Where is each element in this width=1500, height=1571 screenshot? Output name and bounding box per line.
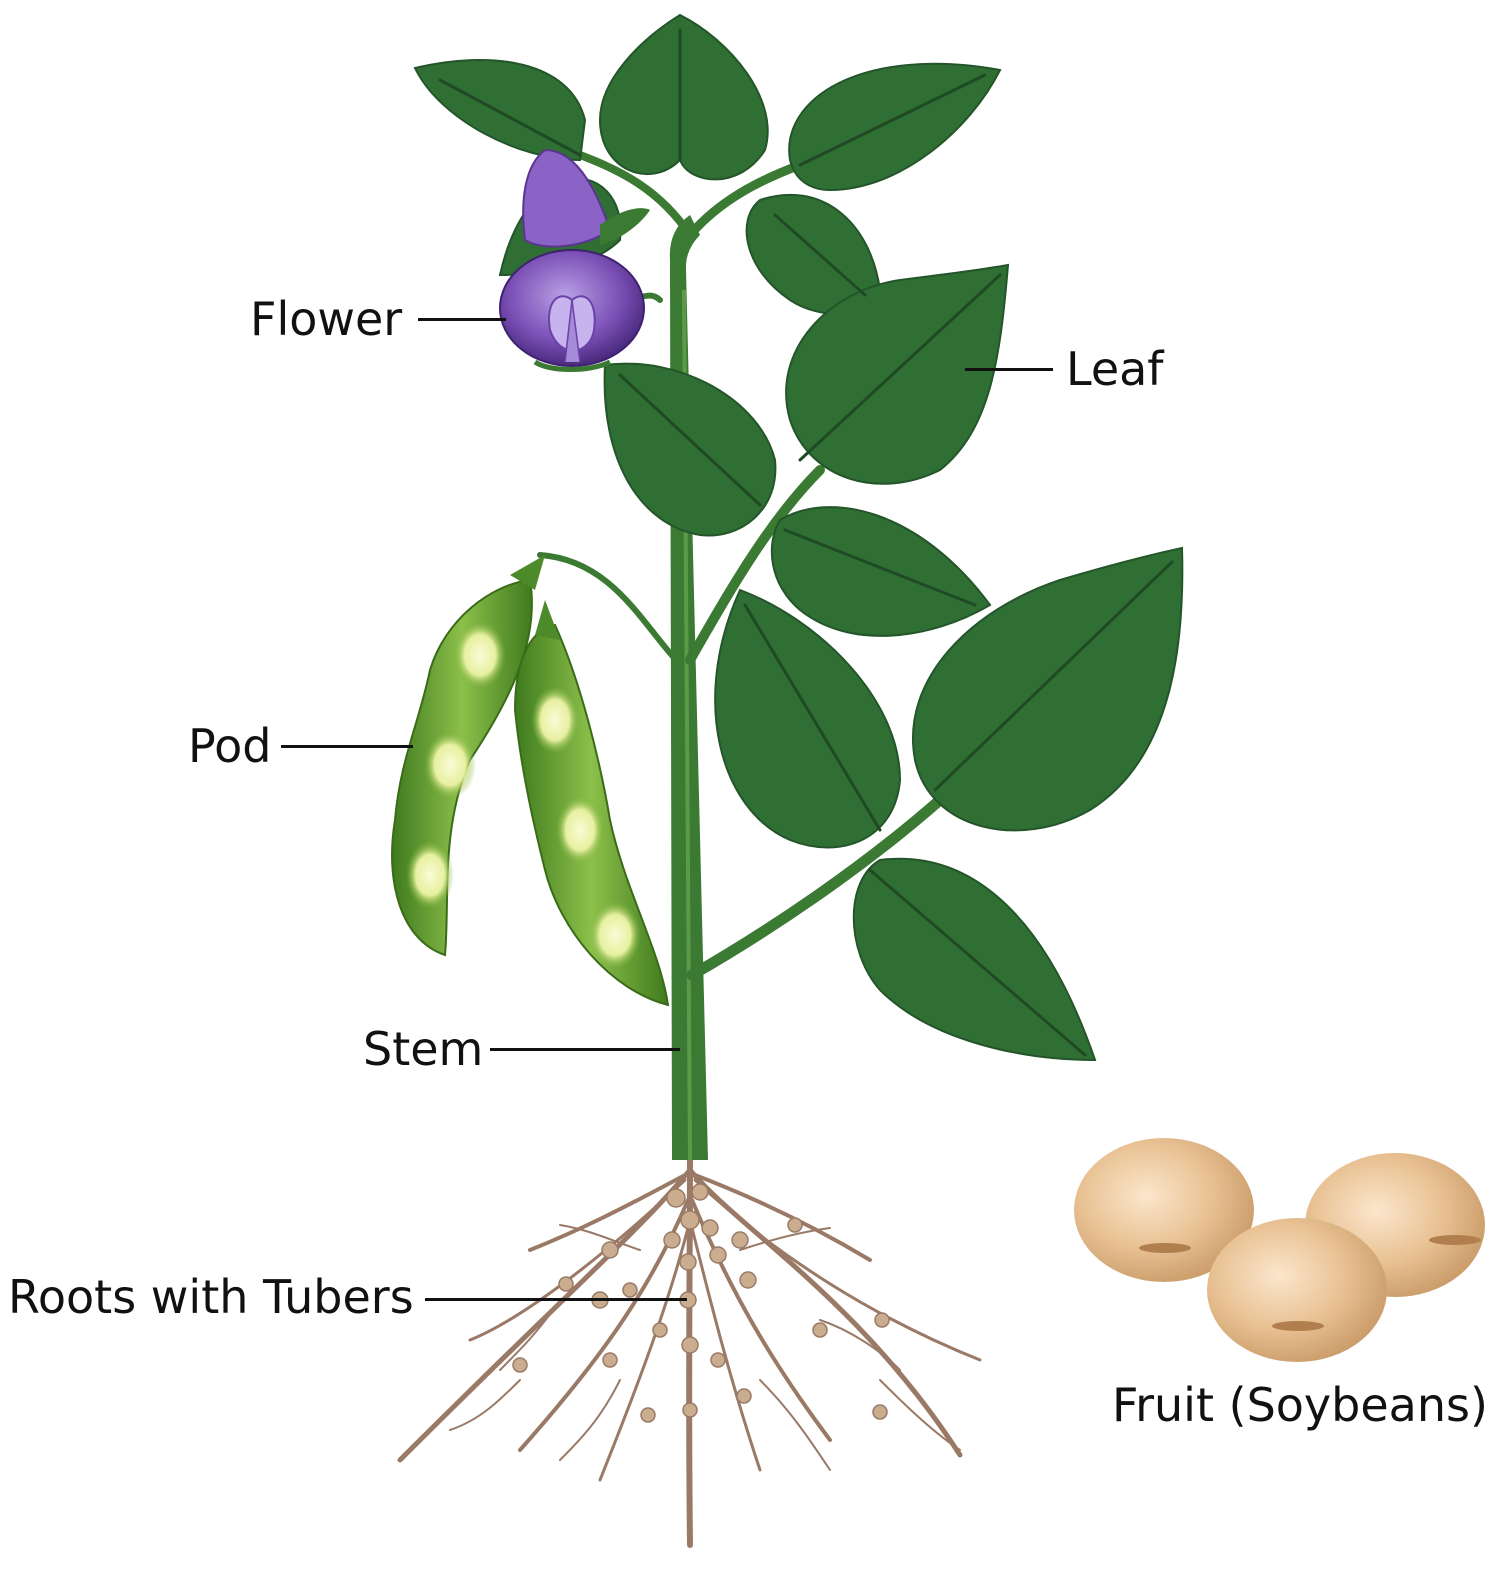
soybean-1 [1074,1138,1254,1282]
stem [669,215,708,1161]
flower-bud [522,148,650,248]
leader-pod [281,745,413,748]
soybean-3 [1207,1218,1387,1362]
pod-right [513,600,670,1007]
label-stem: Stem [363,1022,484,1076]
leaf-mid-right [770,506,992,637]
leader-roots [425,1298,687,1301]
soybeans [1074,1138,1485,1362]
leaf-top-center [598,13,769,181]
leaf-lower-center [714,588,902,849]
pod-left [391,555,545,957]
label-fruit: Fruit (Soybeans) [1112,1378,1488,1432]
leader-flower [418,318,506,321]
label-roots: Roots with Tubers [8,1270,414,1324]
leader-leaf [965,368,1053,371]
leaf-top-right [788,62,1002,192]
root-tubers [512,1183,890,1423]
label-leaf: Leaf [1066,342,1164,396]
label-pod: Pod [188,719,272,773]
leaf-veins [438,28,1174,1057]
leader-stem [490,1048,680,1051]
flower [499,249,645,372]
label-flower: Flower [250,292,403,346]
leaf-mid-left [603,362,777,537]
